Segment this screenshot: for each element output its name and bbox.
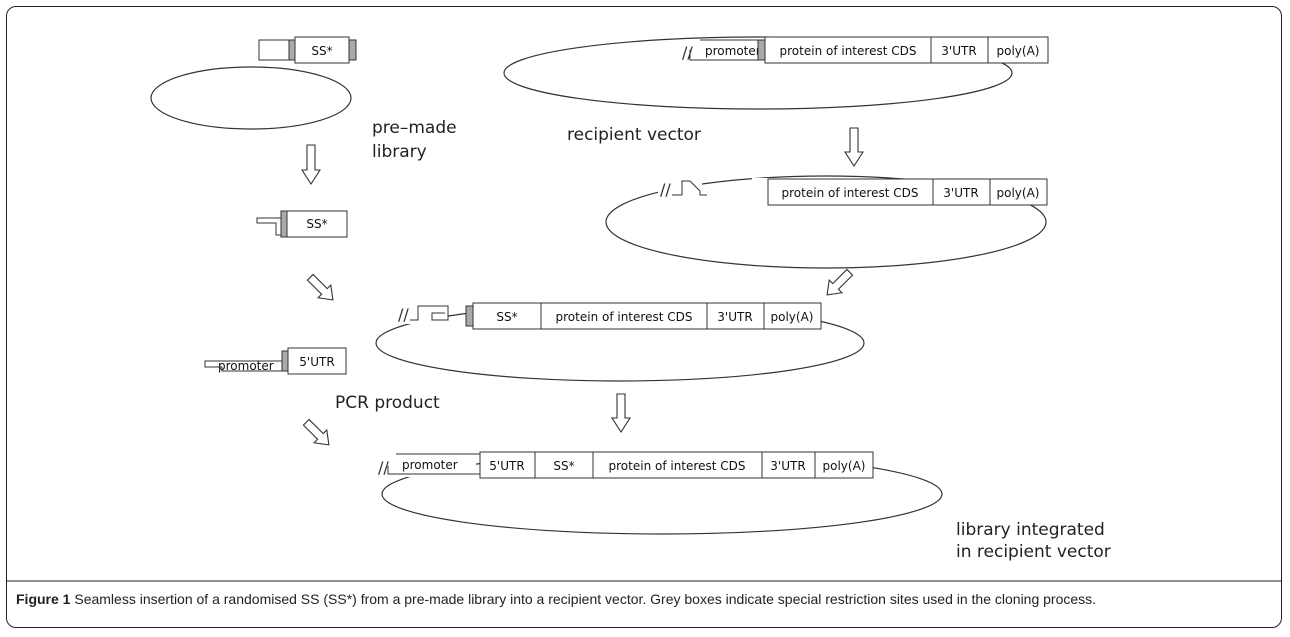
premade-library-plasmid: SS* (150, 36, 357, 130)
recipient-label: recipient vector (567, 125, 701, 145)
svg-text://: // (660, 180, 671, 199)
promoter-label: promoter (705, 44, 761, 58)
arrow-diagonal-icon (826, 268, 854, 296)
ss-label: SS* (306, 217, 327, 231)
svg-text://: // (398, 305, 409, 324)
ss-label: SS* (311, 44, 332, 58)
final-label-line2: in recipient vector (956, 542, 1111, 562)
final-label-line1: library integrated (956, 520, 1105, 540)
polya-label: poly(A) (823, 459, 866, 473)
svg-text://: // (682, 43, 693, 62)
utr3-label: 3'UTR (717, 310, 752, 324)
utr3-label: 3'UTR (941, 44, 976, 58)
svg-text://: // (378, 458, 389, 477)
premade-label-line2: library (372, 142, 427, 162)
polya-label: poly(A) (771, 310, 814, 324)
ss-label: SS* (496, 310, 517, 324)
final-plasmid: // promoter 5'UTR SS* protein of interes… (376, 451, 943, 535)
ss-label: SS* (553, 459, 574, 473)
excised-ss-fragment: SS* (256, 210, 348, 238)
intermediate-plasmid: // SS* protein of interest CDS 3'UTR pol… (375, 302, 865, 382)
arrow-down-icon (300, 144, 322, 186)
polya-label: poly(A) (997, 186, 1040, 200)
utr3-label: 3'UTR (770, 459, 805, 473)
pcr-product-label: PCR product (335, 393, 440, 413)
arrow-diagonal-icon (302, 418, 330, 446)
caption-label: Figure 1 (16, 591, 71, 607)
utr3-label: 3'UTR (943, 186, 978, 200)
caption-text: Seamless insertion of a randomised SS (S… (70, 591, 1097, 607)
cds-label: protein of interest CDS (782, 186, 919, 200)
figure-caption: Figure 1 Seamless insertion of a randomi… (16, 589, 1272, 609)
cds-label: protein of interest CDS (780, 44, 917, 58)
utr5-label: 5'UTR (299, 355, 334, 369)
promoter-label: promoter (402, 458, 458, 472)
utr5-label: 5'UTR (489, 459, 524, 473)
cds-label: protein of interest CDS (609, 459, 746, 473)
arrow-down-icon (843, 127, 865, 168)
pcr-product: promoter 5'UTR (204, 347, 347, 375)
recipient-vector-plasmid: // promoter protein of interest CDS 3'UT… (503, 36, 1049, 110)
premade-label-line1: pre–made (372, 118, 457, 138)
polya-label: poly(A) (997, 44, 1040, 58)
arrow-diagonal-icon (306, 273, 334, 301)
cut-recipient-vector: // protein of interest CDS 3'UTR poly(A) (605, 175, 1048, 269)
ss-box (294, 36, 350, 64)
arrow-down-icon (610, 393, 632, 434)
promoter-label: promoter (218, 359, 274, 373)
cds-label: protein of interest CDS (556, 310, 693, 324)
